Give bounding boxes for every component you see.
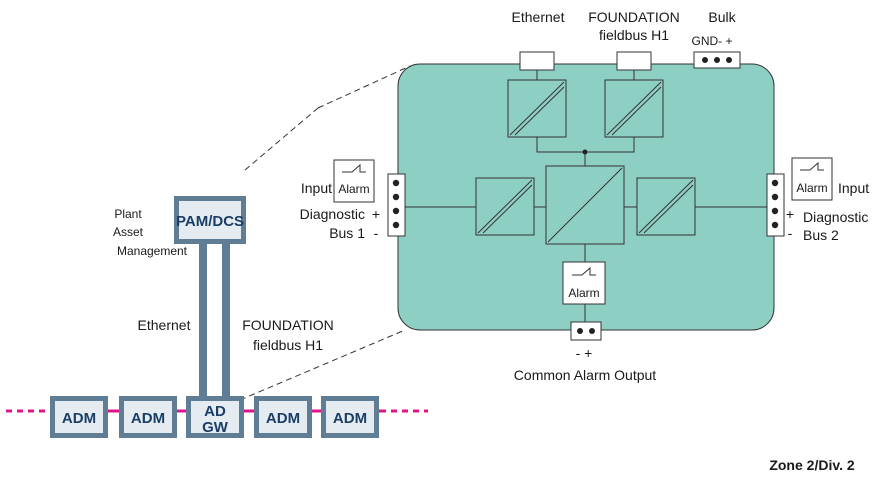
center-alarm-label: Alarm (568, 286, 599, 300)
bus2-alarm-label: Alarm (796, 181, 827, 195)
pam-caption-line3: Management (117, 244, 188, 258)
bulk-polarity-label: GND- + (691, 34, 732, 48)
device-ad-gw: AD GW (186, 396, 244, 438)
bus2-connector (766, 173, 785, 237)
ethernet-trunk (199, 244, 207, 401)
pam-caption-line2: Asset (113, 225, 144, 239)
device-label: ADM (131, 410, 165, 427)
bulk-pin (714, 57, 720, 63)
pam-caption-line1: Plant (114, 207, 142, 221)
trunk-fieldbus-label: fieldbus H1 (253, 337, 323, 353)
top-fieldbus-label: fieldbus H1 (599, 27, 669, 43)
alarm-switch-icon (572, 266, 596, 276)
device-label: ADM (333, 410, 367, 427)
alarm-switch-icon (800, 161, 824, 171)
zone-label: Zone 2/Div. 2 (769, 457, 855, 473)
bulk-pin (702, 57, 708, 63)
bus1-input-label: Input (301, 180, 332, 196)
alarm-switch-icon (342, 163, 366, 173)
fieldbus-connector (616, 51, 652, 71)
bus1-minus: - (374, 225, 379, 241)
device-adm-4: ADM (321, 396, 379, 438)
bus2-input-label: Input (838, 180, 869, 196)
device-label-line1: AD (204, 403, 226, 420)
device-adm-2: ADM (119, 396, 177, 438)
device-label: ADM (266, 410, 300, 427)
common-alarm-label: Common Alarm Output (514, 367, 656, 383)
pam-dcs-label: PAM/DCS (176, 213, 244, 230)
zoom-line-pam (244, 107, 319, 171)
trunk-foundation-label: FOUNDATION (242, 317, 334, 333)
device-label-line2: GW (202, 419, 229, 436)
bus2-label: Bus 2 (803, 227, 839, 243)
device-label: ADM (62, 410, 96, 427)
bus1-alarm-box (333, 159, 375, 203)
bulk-label: Bulk (708, 9, 736, 25)
top-ethernet-label: Ethernet (512, 9, 565, 25)
device-adm-3: ADM (254, 396, 312, 438)
bus2-plus: + (786, 206, 794, 222)
top-foundation-label: FOUNDATION (588, 9, 680, 25)
bus1-alarm-label: Alarm (338, 182, 369, 196)
fieldbus-trunk (222, 244, 230, 401)
bus2-diagnostic-label: Diagnostic (803, 209, 868, 225)
bulk-pin (726, 57, 732, 63)
bus1-diagnostic-label: Diagnostic (300, 206, 365, 222)
pam-dcs-box (179, 201, 241, 239)
trunk-ethernet-label: Ethernet (138, 317, 191, 333)
zoom-line-top (317, 65, 411, 109)
ethernet-connector (519, 51, 555, 71)
bus2-minus: - (788, 225, 793, 241)
device-adm-1: ADM (50, 396, 108, 438)
bus1-connector (387, 173, 406, 237)
bus1-plus: + (372, 206, 380, 222)
common-alarm-polarity: - + (576, 345, 593, 361)
bus1-label: Bus 1 (329, 225, 365, 241)
common-alarm-connector (570, 321, 602, 341)
center-alarm-box (562, 261, 606, 305)
bus2-alarm-box (791, 157, 833, 201)
